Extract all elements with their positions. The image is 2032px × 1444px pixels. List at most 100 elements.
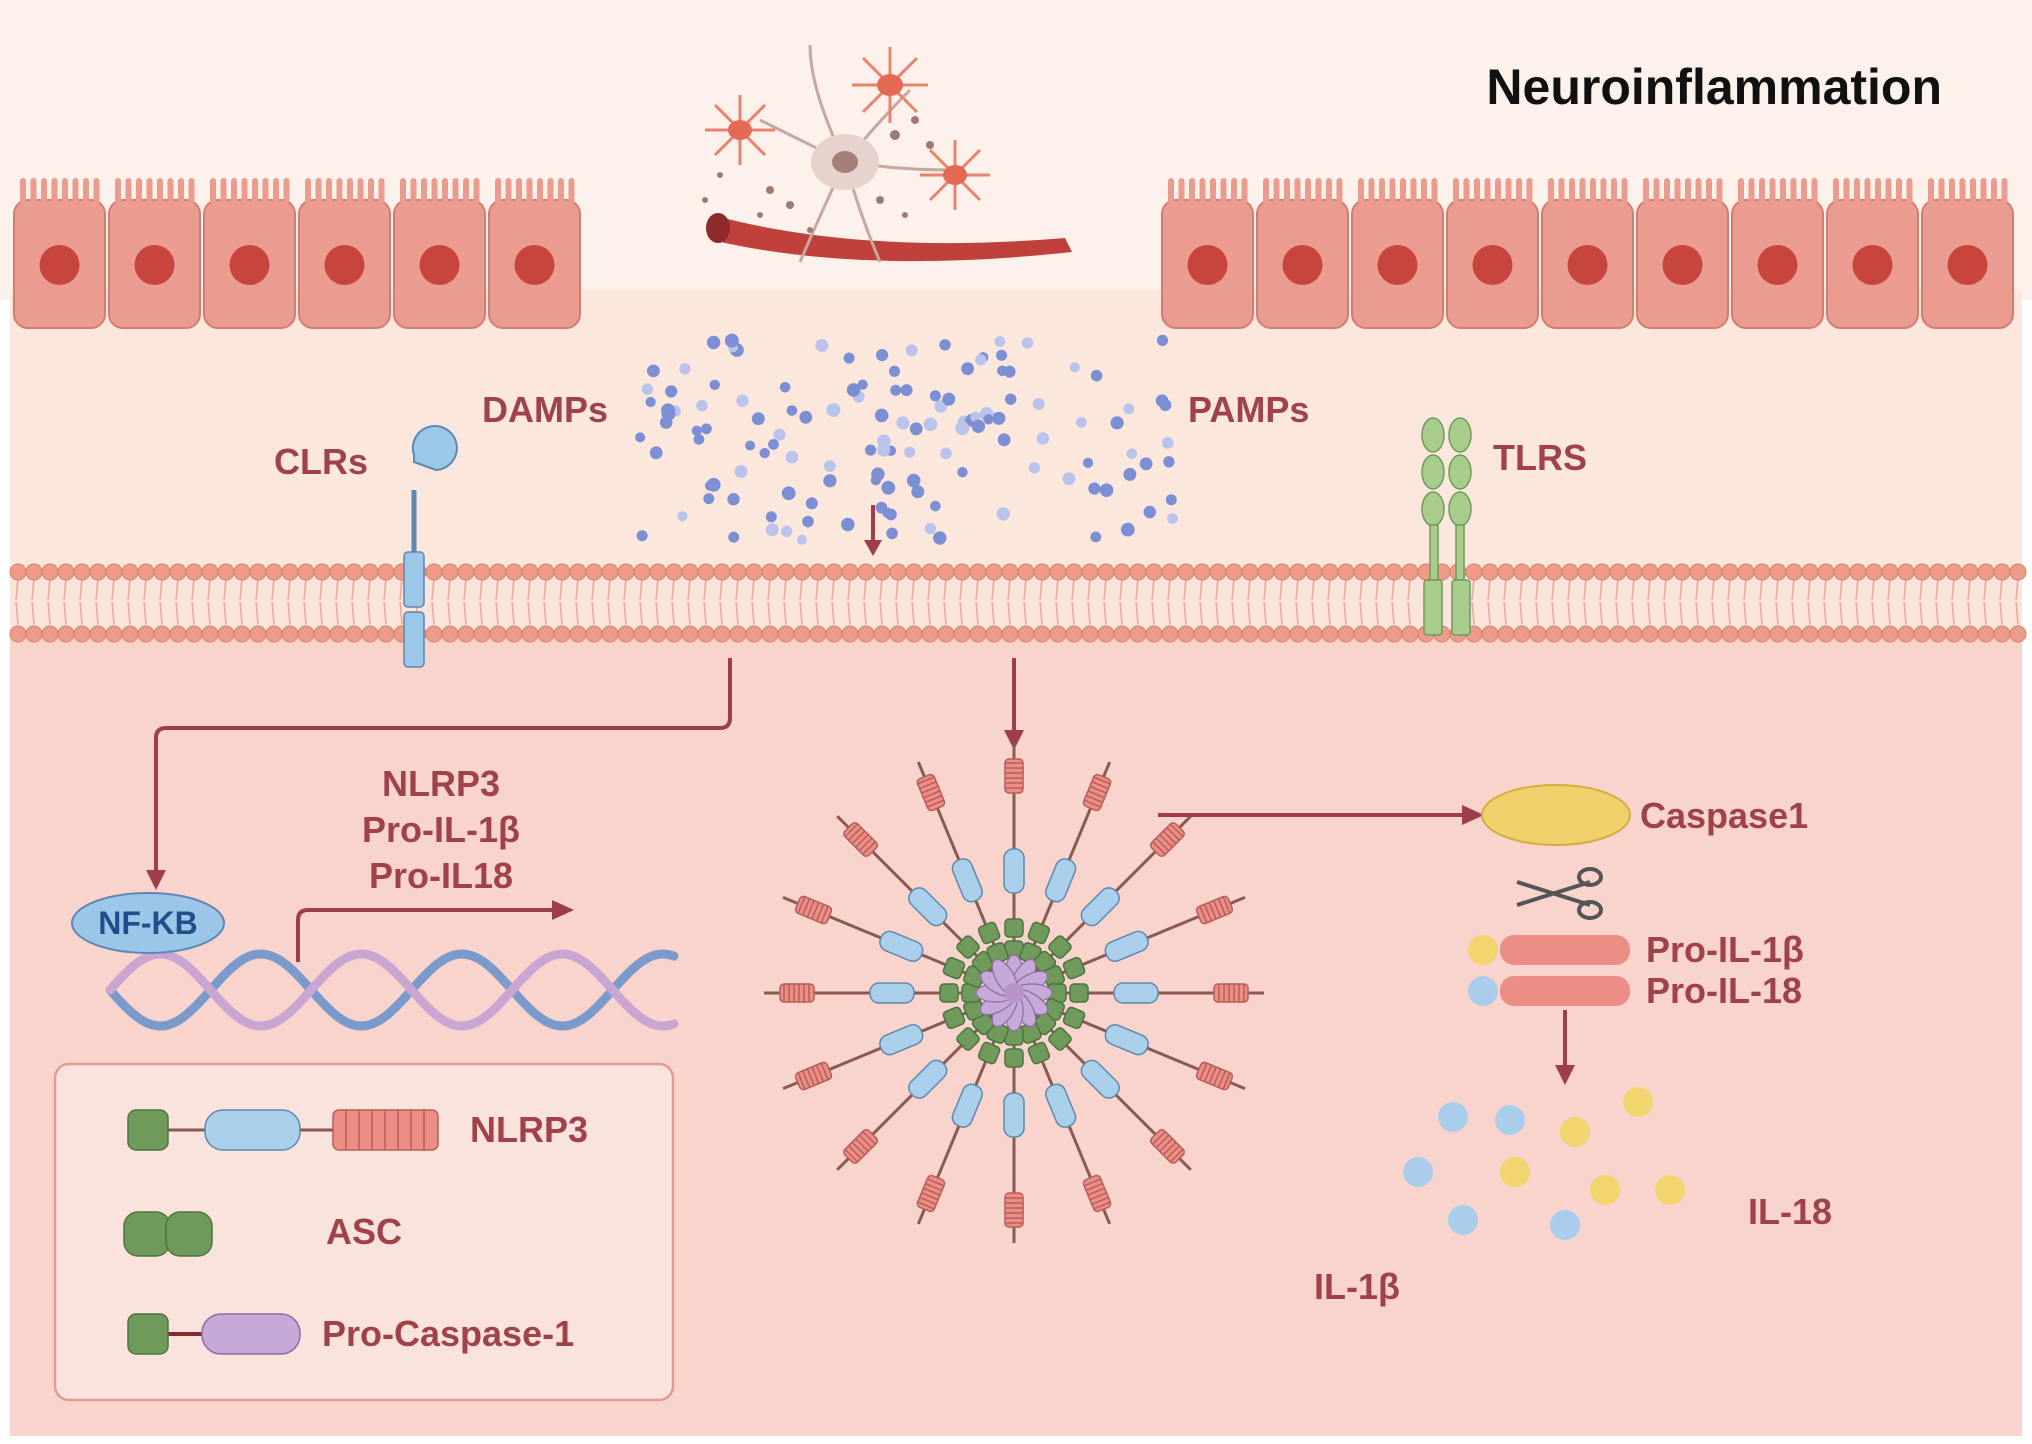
pattern-molecule [691, 425, 702, 436]
pattern-molecule [1099, 483, 1114, 498]
pattern-molecule [896, 416, 910, 430]
pattern-molecule [1090, 531, 1102, 543]
clrs-label: CLRs [274, 441, 368, 482]
pattern-molecule [843, 352, 855, 364]
legend: NLRP3 ASC Pro-Caspase-1 [53, 1062, 675, 1402]
pattern-molecule [841, 517, 855, 532]
pattern-molecule [1126, 448, 1138, 460]
legend-asc-label: ASC [326, 1211, 402, 1252]
pattern-molecule [649, 446, 663, 460]
nfkb: NF-KB [71, 892, 225, 954]
pattern-molecule [1163, 456, 1175, 468]
pattern-molecule [703, 493, 715, 505]
legend-nlrp3-label: NLRP3 [470, 1109, 588, 1150]
pattern-molecule [1167, 513, 1178, 525]
pattern-molecule [823, 474, 837, 488]
pattern-molecule [955, 421, 970, 436]
pro-il18-label: Pro-IL-18 [1646, 970, 1802, 1011]
pattern-molecule [904, 446, 916, 458]
damps-label: DAMPs [482, 389, 608, 430]
pattern-molecule [876, 349, 889, 362]
pattern-molecule [1143, 505, 1157, 519]
pattern-molecule [1123, 467, 1137, 481]
pattern-molecule [636, 530, 648, 542]
pattern-molecule [1139, 457, 1153, 471]
pattern-molecule [994, 336, 1006, 347]
pattern-molecule [870, 475, 882, 486]
pattern-molecules [635, 333, 1178, 545]
pattern-molecule [924, 522, 937, 535]
pattern-molecule [1088, 482, 1101, 495]
pattern-molecule [781, 486, 796, 501]
pattern-molecule [765, 523, 779, 537]
epithelial-cell [1161, 178, 1254, 329]
nfkb-label: NF-KB [98, 905, 198, 941]
pattern-molecule [693, 433, 705, 445]
pattern-molecule [797, 534, 807, 545]
pattern-molecule [701, 423, 712, 435]
pattern-molecule [983, 414, 994, 425]
pattern-molecule [745, 440, 756, 451]
pattern-molecule [1110, 416, 1124, 430]
clr-receptor [403, 425, 458, 668]
pattern-molecule [679, 363, 691, 375]
pro-il1b-label: Pro-IL-1β [1646, 929, 1804, 970]
pattern-molecule [1161, 437, 1174, 449]
pattern-molecule [971, 419, 986, 433]
pattern-molecule [1156, 334, 1169, 346]
tlr-receptor [1421, 417, 1472, 636]
pattern-molecule [970, 411, 981, 423]
pattern-molecule [911, 485, 925, 499]
pattern-molecule [815, 339, 829, 352]
pattern-molecule [877, 443, 891, 457]
tlrs-label: TLRS [1493, 437, 1587, 478]
epithelial-cell [203, 178, 296, 329]
pattern-molecule [846, 383, 861, 397]
pattern-molecule [759, 447, 770, 459]
gene-product-nlrp3: NLRP3 [382, 763, 500, 804]
mature-cytokines [1403, 1087, 1685, 1240]
pattern-molecule [857, 379, 868, 390]
pattern-molecule [923, 417, 938, 432]
pattern-molecule [890, 384, 902, 396]
pattern-molecule [906, 473, 921, 488]
pattern-molecule [736, 394, 749, 407]
arrow-heads [146, 730, 1575, 1085]
pro-il1b-molecule: Pro-IL-1β [1468, 929, 1804, 970]
pattern-molecule [773, 428, 786, 441]
title: Neuroinflammation [1486, 59, 1942, 115]
pattern-molecule [874, 408, 889, 423]
pattern-molecule [940, 447, 952, 460]
gene-product-pro-il18: Pro-IL18 [369, 855, 513, 896]
pattern-molecule [786, 405, 798, 416]
epithelial-cell [488, 178, 581, 329]
legend-asc-glyph [123, 1211, 213, 1257]
epithelial-cells-left [13, 178, 581, 329]
legend-nlrp3-glyph [127, 1109, 439, 1151]
pattern-molecule [768, 439, 779, 450]
pattern-molecule [781, 525, 793, 537]
pattern-molecule [939, 339, 951, 351]
pattern-molecule [905, 344, 918, 357]
nlrp3-inflammasome [764, 743, 1264, 1243]
pattern-molecule [997, 365, 1008, 377]
neuron-glia-icon [702, 44, 1072, 263]
legend-procaspase-label: Pro-Caspase-1 [322, 1313, 574, 1354]
epithelial-cell [1731, 178, 1824, 329]
pattern-molecule [1076, 417, 1087, 428]
cell-membrane [9, 563, 2027, 643]
epithelial-cell [1256, 178, 1349, 329]
pattern-molecule [900, 384, 913, 397]
epithelial-cell [298, 178, 391, 329]
il1b-label: IL-1β [1314, 1266, 1400, 1307]
pattern-molecule [996, 507, 1010, 521]
legend-procaspase-glyph [127, 1313, 301, 1355]
pattern-molecule [665, 385, 678, 398]
pattern-molecule [1155, 394, 1169, 408]
extracellular-space [10, 290, 2022, 570]
il18-label: IL-18 [1748, 1191, 1832, 1232]
pattern-molecule [724, 333, 739, 348]
pattern-molecule [826, 403, 841, 417]
pattern-molecule [1120, 522, 1135, 537]
